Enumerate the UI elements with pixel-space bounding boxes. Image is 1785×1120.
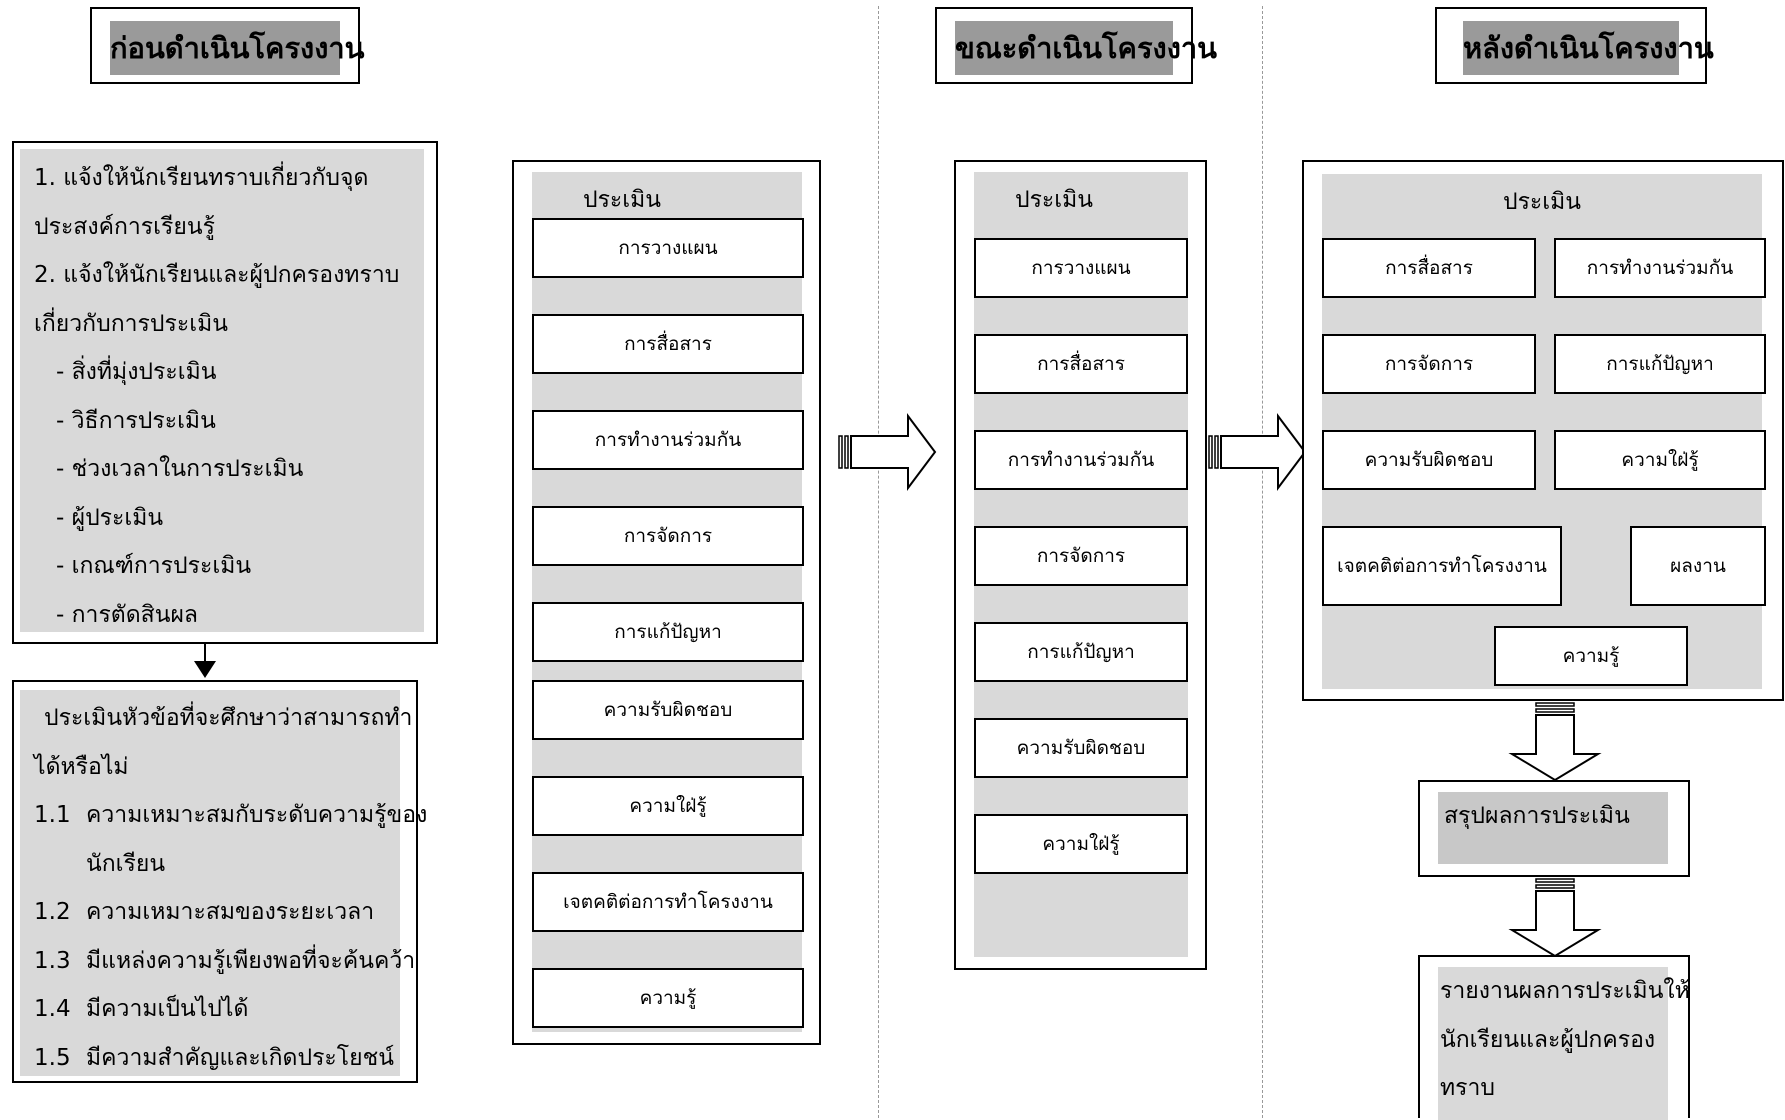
right-arrow-icon: [838, 413, 937, 491]
eval-title: ประเมิน: [1014, 187, 1094, 213]
eval-item: การทำงานร่วมกัน: [974, 430, 1188, 490]
eval-item: การสื่อสาร: [1322, 238, 1536, 298]
eval-title: ประเมิน: [582, 187, 662, 213]
separator-line: [878, 6, 879, 1118]
criterion-row: 1.4 มีความเป็นไปได้: [34, 985, 414, 1034]
eval-box-col2: ประเมิน การวางแผน การสื่อสาร การทำงานร่ว…: [512, 160, 821, 1045]
eval-title: ประเมิน: [1502, 189, 1582, 215]
eval-item: ความรับผิดชอบ: [1322, 430, 1536, 490]
report-panel: [1438, 967, 1668, 1120]
eval-item: ความรู้: [532, 968, 804, 1028]
topic-eval-panel: [20, 690, 400, 1076]
eval-item: การวางแผน: [974, 238, 1188, 298]
step-line: ประสงค์การเรียนรู้: [34, 213, 215, 240]
criterion-text: มีความเป็นไปได้: [86, 996, 249, 1022]
down-arrow-icon: [194, 644, 216, 678]
step-line: - วิธีการประเมิน: [56, 407, 216, 434]
criterion-text: มีแหล่งความรู้เพียงพอที่จะค้นคว้า: [86, 947, 416, 974]
eval-item: ความรับผิดชอบ: [532, 680, 804, 740]
summary-box: สรุปผลการประเมิน: [1418, 780, 1690, 877]
report-line: นักเรียนและผู้ปกครอง: [1440, 1026, 1656, 1053]
before-steps-panel: [20, 149, 424, 632]
separator-line: [1262, 6, 1263, 1118]
eval-item: การสื่อสาร: [974, 334, 1188, 394]
phase-title: หลังดำเนินโครงงาน: [1463, 21, 1714, 75]
topic-eval-content: ประเมินหัวข้อที่จะศึกษาว่าสามารถทำ ได้หร…: [34, 694, 427, 1083]
step-line: - เกณฑ์การประเมิน: [56, 553, 252, 579]
report-line: รายงานผลการประเมินให้: [1440, 978, 1690, 1004]
eval-item: การทำงานร่วมกัน: [532, 410, 804, 470]
topic-eval-intro: ได้หรือไม่: [34, 753, 129, 780]
report-box: รายงานผลการประเมินให้ นักเรียนและผู้ปกคร…: [1418, 955, 1690, 1120]
eval-item: การทำงานร่วมกัน: [1554, 238, 1766, 298]
summary-panel: [1438, 792, 1668, 864]
phase-header-during: ขณะดำเนินโครงงาน: [935, 7, 1217, 84]
eval-box-during: ประเมิน การวางแผน การสื่อสาร การทำงานร่ว…: [954, 160, 1207, 970]
eval-item: การจัดการ: [1322, 334, 1536, 394]
criterion-row: 1.5 มีความสำคัญและเกิดประโยชน์: [34, 1034, 414, 1083]
step-line: - สิ่งที่มุ่งประเมิน: [56, 359, 217, 385]
eval-item: ความใฝ่รู้: [532, 776, 804, 836]
phase-title: ก่อนดำเนินโครงงาน: [110, 21, 364, 75]
criterion-row: 1.3 มีแหล่งความรู้เพียงพอที่จะค้นคว้า: [34, 937, 416, 986]
step-line: - ผู้ประเมิน: [56, 504, 164, 531]
right-arrow-icon: [1208, 413, 1307, 491]
criterion-text: นักเรียน: [86, 850, 166, 877]
step-line: 2. แจ้งให้นักเรียนและผู้ปกครองทราบ: [34, 262, 400, 288]
eval-item: การสื่อสาร: [532, 314, 804, 374]
before-steps-list: 1. แจ้งให้นักเรียนทราบเกี่ยวกับจุด ประสง…: [34, 154, 434, 639]
eval-item: ความใฝ่รู้: [974, 814, 1188, 874]
step-line: - การตัดสินผล: [56, 601, 199, 628]
phase-header-after: หลังดำเนินโครงงาน: [1435, 7, 1714, 84]
eval-item: ผลงาน: [1630, 526, 1766, 606]
criterion-text: มีความสำคัญและเกิดประโยชน์: [86, 1044, 394, 1071]
topic-eval-intro: ประเมินหัวข้อที่จะศึกษาว่าสามารถทำ: [44, 705, 413, 731]
eval-item: ความรู้: [1494, 626, 1688, 686]
criterion-number: 1.1: [34, 802, 71, 828]
phase-title: ขณะดำเนินโครงงาน: [955, 21, 1217, 75]
criterion-text: ความเหมาะสมของระยะเวลา: [86, 899, 375, 925]
down-arrow-icon: [1508, 878, 1602, 958]
criterion-row: 1.2 ความเหมาะสมของระยะเวลา: [34, 888, 414, 937]
step-line: เกี่ยวกับการประเมิน: [34, 310, 228, 337]
eval-item: การจัดการ: [974, 526, 1188, 586]
eval-item: การแก้ปัญหา: [974, 622, 1188, 682]
eval-item: การแก้ปัญหา: [532, 602, 804, 662]
topic-eval-box: ประเมินหัวข้อที่จะศึกษาว่าสามารถทำ ได้หร…: [12, 680, 427, 1083]
criterion-row: 1.1 ความเหมาะสมกับระดับความรู้ของ: [34, 791, 427, 840]
down-arrow-icon: [1508, 702, 1602, 782]
phase-header-before: ก่อนดำเนินโครงงาน: [90, 7, 364, 84]
eval-item: การวางแผน: [532, 218, 804, 278]
before-steps-box: 1. แจ้งให้นักเรียนทราบเกี่ยวกับจุด ประสง…: [12, 141, 438, 644]
criterion-number: 1.4: [34, 996, 71, 1022]
summary-title: สรุปผลการประเมิน: [1444, 803, 1630, 829]
report-line: ทราบ: [1440, 1075, 1496, 1101]
eval-item: การจัดการ: [532, 506, 804, 566]
criterion-text: ความเหมาะสมกับระดับความรู้ของ: [86, 802, 428, 828]
report-text: รายงานผลการประเมินให้ นักเรียนและผู้ปกคร…: [1440, 967, 1690, 1113]
step-line: - ช่วงเวลาในการประเมิน: [56, 456, 304, 482]
eval-item: เจตคติต่อการทำโครงงาน: [1322, 526, 1562, 606]
criterion-row: นักเรียน: [34, 840, 414, 889]
step-line: 1. แจ้งให้นักเรียนทราบเกี่ยวกับจุด: [34, 165, 369, 191]
criterion-number: 1.2: [34, 899, 71, 925]
eval-item: การแก้ปัญหา: [1554, 334, 1766, 394]
eval-item: เจตคติต่อการทำโครงงาน: [532, 872, 804, 932]
eval-item: ความรับผิดชอบ: [974, 718, 1188, 778]
criterion-number: 1.5: [34, 1044, 71, 1071]
criterion-number: 1.3: [34, 947, 71, 974]
eval-item: ความใฝ่รู้: [1554, 430, 1766, 490]
eval-box-after: ประเมิน การสื่อสาร การทำงานร่วมกัน การจั…: [1302, 160, 1784, 701]
